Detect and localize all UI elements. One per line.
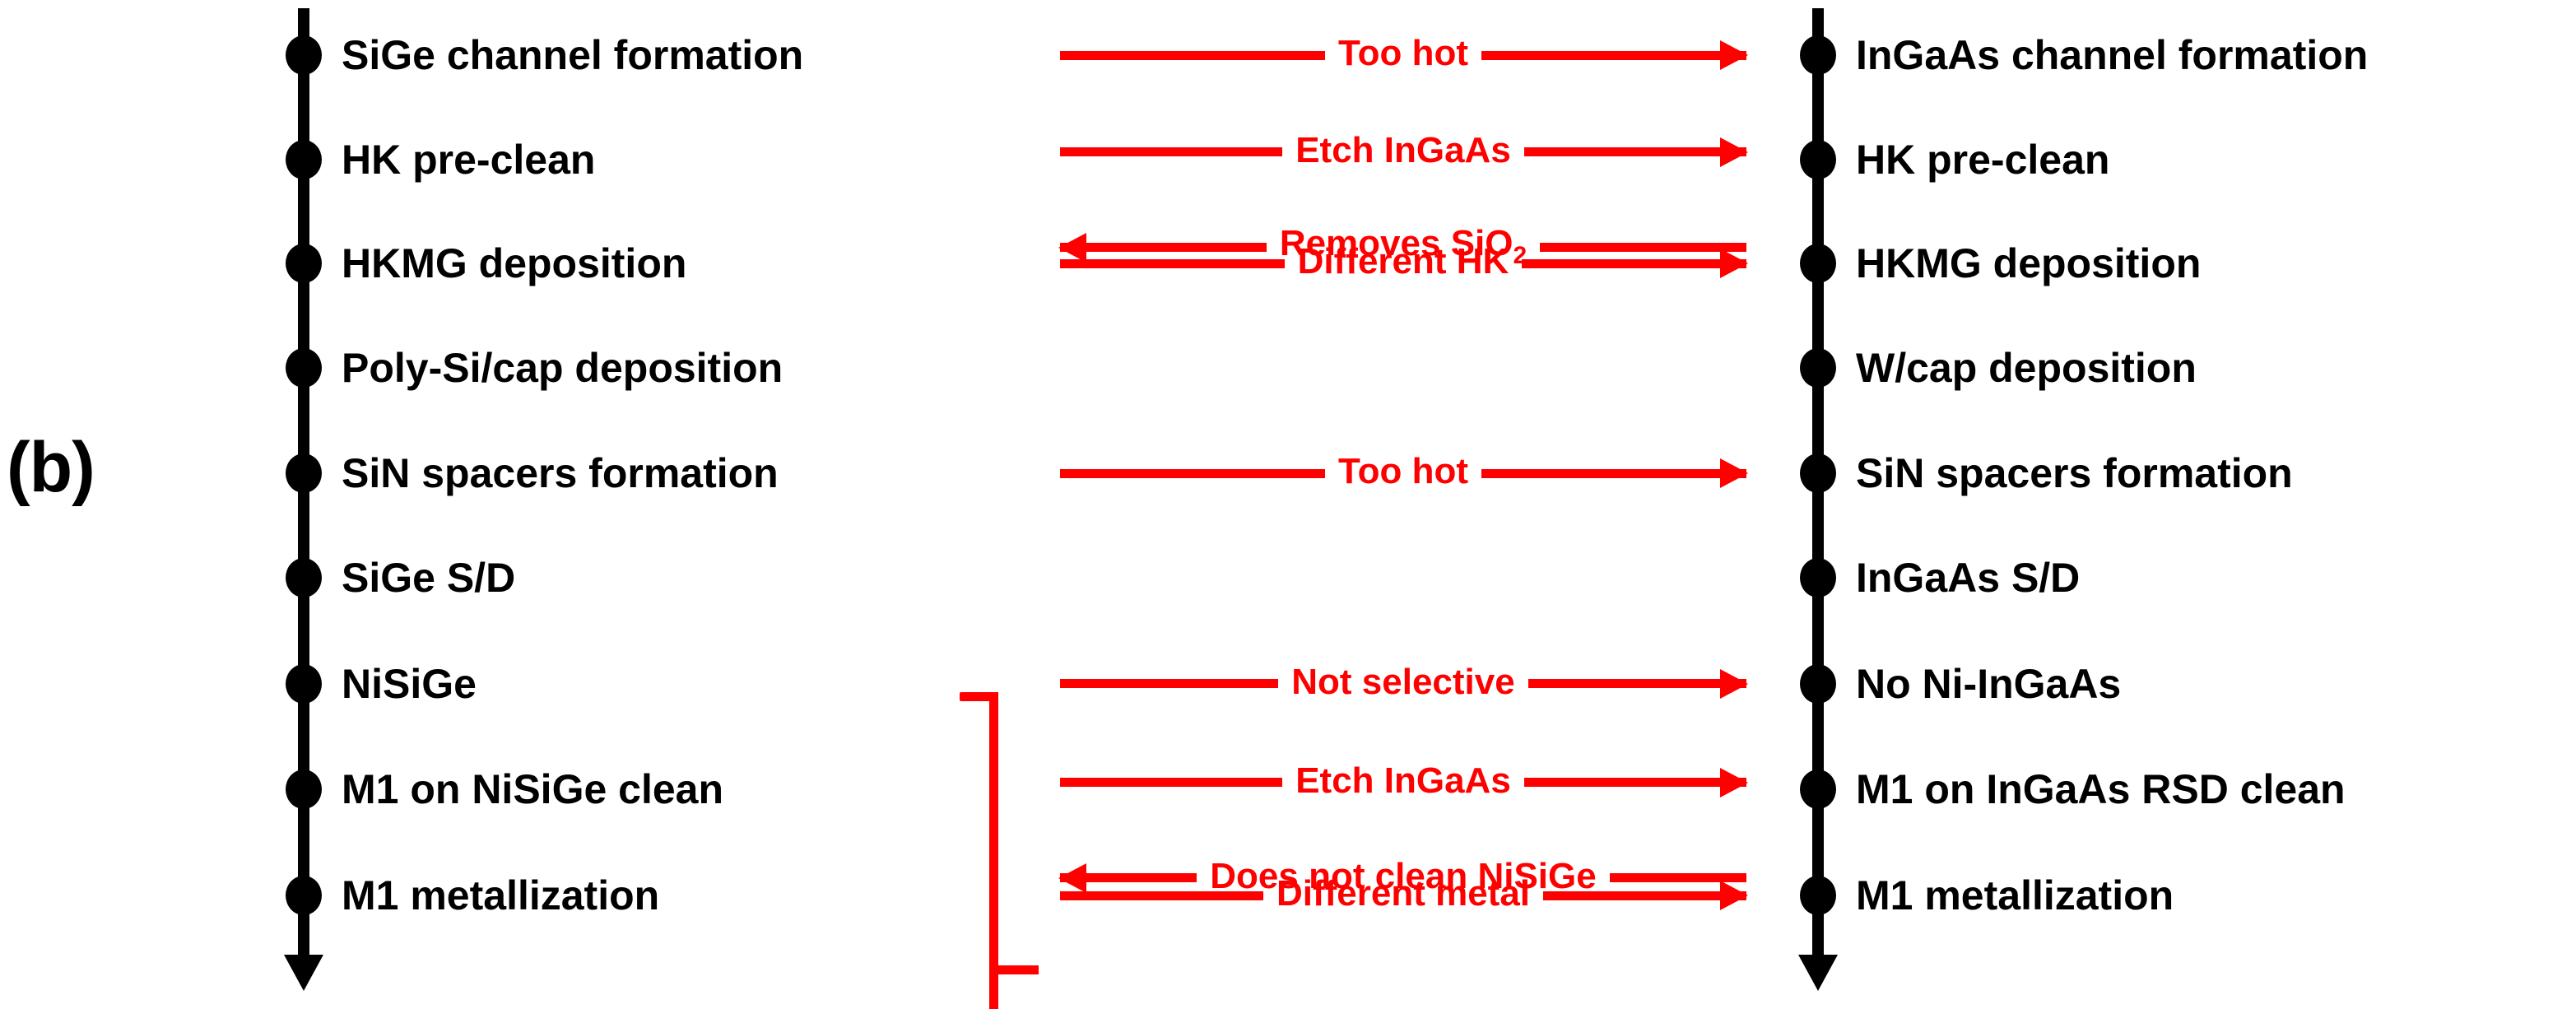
link-line bbox=[1060, 50, 1325, 60]
node-dot-icon bbox=[1800, 557, 1836, 597]
left-step-label: M1 on NiSiGe clean bbox=[342, 766, 724, 813]
node-dot-icon bbox=[1800, 35, 1836, 75]
left-step-label: SiN spacers formation bbox=[342, 450, 779, 497]
link-label: Different metal bbox=[1276, 873, 1531, 914]
left-step-label: HKMG deposition bbox=[342, 240, 687, 287]
link-arrow-right-icon bbox=[1522, 258, 1746, 268]
link-arrow-right-icon bbox=[1481, 50, 1746, 60]
left-process-flow: SiGe channel formation HK pre-clean HKMG… bbox=[284, 0, 803, 1009]
node-dot-icon bbox=[1800, 770, 1836, 810]
right-step-label: SiN spacers formation bbox=[1856, 450, 2293, 497]
right-flow-arrowhead-icon bbox=[1798, 955, 1838, 991]
link-arrow-right-icon bbox=[1523, 147, 1746, 157]
node-dot-icon bbox=[1800, 876, 1836, 915]
node-dot-icon bbox=[286, 557, 322, 597]
link-line bbox=[1060, 778, 1283, 788]
node-dot-icon bbox=[286, 453, 322, 494]
brace-connector-tick bbox=[996, 965, 1039, 975]
link-line bbox=[1060, 890, 1263, 900]
link-arrow-right-icon bbox=[1481, 468, 1746, 478]
node-dot-icon bbox=[1800, 347, 1836, 388]
link-label: Different HK bbox=[1297, 241, 1509, 282]
panel-label: (b) bbox=[7, 428, 95, 507]
left-step-label: SiGe S/D bbox=[342, 554, 516, 601]
grouped-steps-brace bbox=[960, 692, 1039, 1009]
link-label: Etch InGaAs bbox=[1295, 760, 1511, 801]
node-dot-icon bbox=[286, 244, 322, 284]
right-step-label: InGaAs S/D bbox=[1856, 554, 2081, 601]
link-line bbox=[1060, 147, 1283, 157]
left-step-label: NiSiGe bbox=[342, 660, 477, 707]
link-label: Too hot bbox=[1338, 451, 1468, 492]
left-flow-arrowhead-icon bbox=[284, 955, 323, 991]
right-step-label: HK pre-clean bbox=[1856, 136, 2110, 183]
link-line bbox=[1060, 468, 1325, 478]
node-dot-icon bbox=[286, 139, 322, 179]
left-step-label: SiGe channel formation bbox=[342, 32, 804, 78]
right-step-label: M1 metallization bbox=[1856, 872, 2174, 918]
link-label-text: Removes SiO bbox=[1279, 223, 1514, 264]
brace-arm-top bbox=[960, 692, 994, 702]
right-step-label: M1 on InGaAs RSD clean bbox=[1856, 766, 2346, 813]
link-label: Too hot bbox=[1338, 33, 1468, 73]
node-dot-icon bbox=[286, 35, 322, 75]
right-step-label: No Ni-InGaAs bbox=[1856, 660, 2122, 707]
brace-spine bbox=[989, 692, 998, 1009]
left-step-label: Poly-Si/cap deposition bbox=[342, 344, 783, 391]
right-step-label: HKMG deposition bbox=[1856, 240, 2202, 287]
node-dot-icon bbox=[1800, 453, 1836, 494]
link-line bbox=[1060, 679, 1279, 689]
node-dot-icon bbox=[1800, 139, 1836, 179]
link-arrow-left-icon bbox=[1060, 873, 1197, 883]
node-dot-icon bbox=[286, 347, 322, 388]
link-arrow-right-icon bbox=[1527, 679, 1746, 689]
link-arrow-right-icon bbox=[1523, 778, 1746, 788]
left-step-label: M1 metallization bbox=[342, 872, 660, 918]
link-line bbox=[1540, 243, 1746, 253]
node-dot-icon bbox=[286, 876, 322, 915]
link-line bbox=[1060, 258, 1285, 268]
right-process-flow: InGaAs channel formation HK pre-clean HK… bbox=[1798, 0, 2368, 1009]
link-label: Etch InGaAs bbox=[1295, 129, 1511, 170]
left-step-label: HK pre-clean bbox=[342, 136, 596, 183]
right-step-label: W/cap deposition bbox=[1856, 344, 2197, 391]
right-step-label: InGaAs channel formation bbox=[1856, 32, 2369, 78]
link-line bbox=[1609, 873, 1746, 883]
link-arrow-right-icon bbox=[1543, 890, 1747, 900]
link-label: Does not clean NiSiGe bbox=[1210, 855, 1597, 896]
node-dot-icon bbox=[286, 770, 322, 810]
link-arrow-left-icon bbox=[1060, 243, 1267, 253]
node-dot-icon bbox=[286, 663, 322, 704]
node-dot-icon bbox=[1800, 663, 1836, 704]
node-dot-icon bbox=[1800, 244, 1836, 284]
link-label: Not selective bbox=[1291, 661, 1515, 702]
